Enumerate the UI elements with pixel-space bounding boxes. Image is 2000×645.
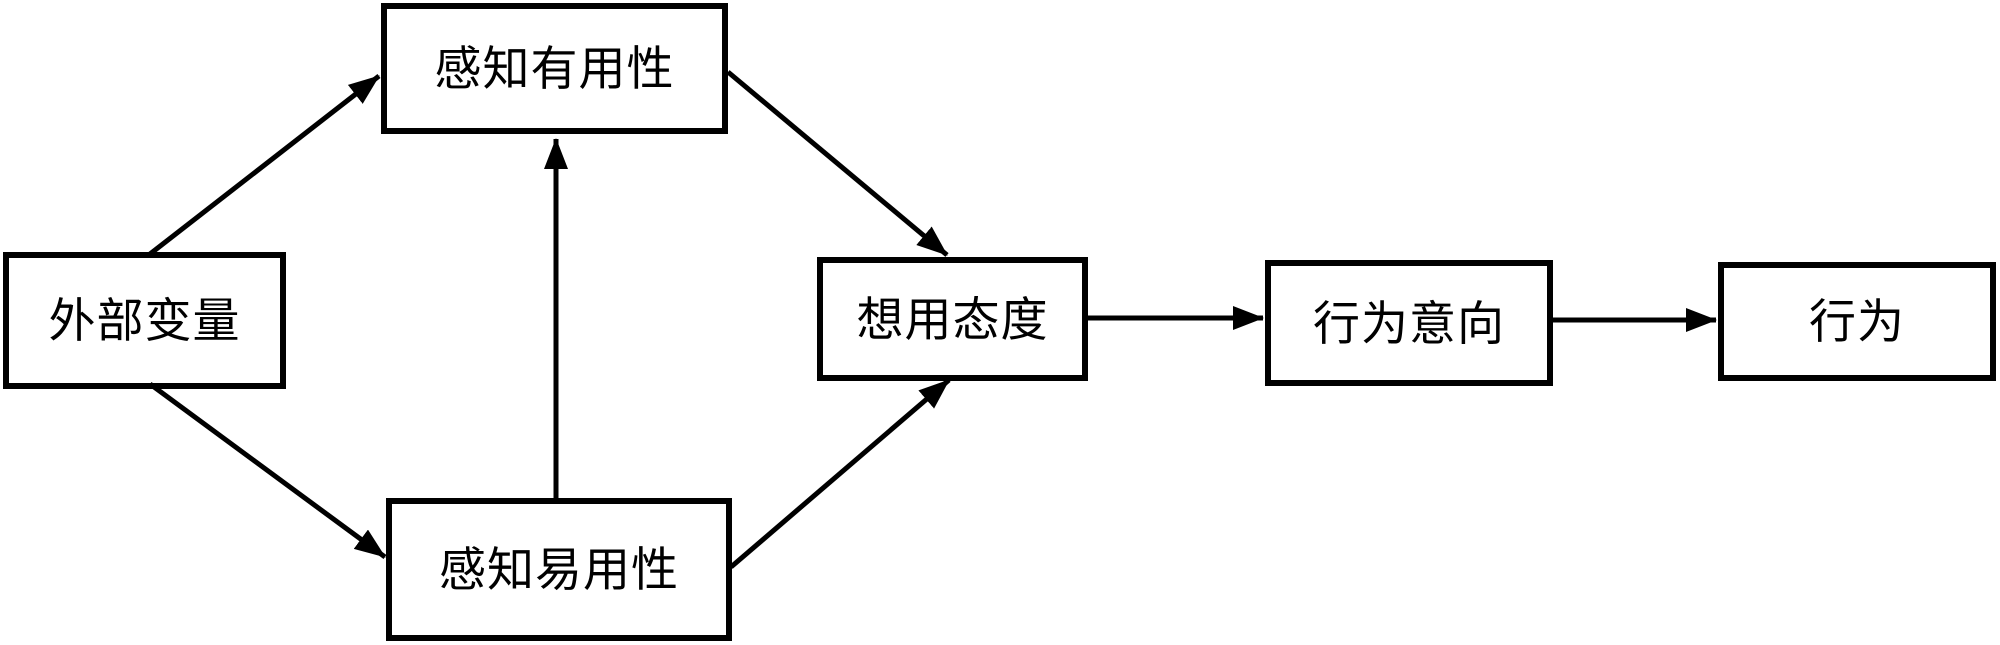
edge-usefulness-to-attitude	[726, 70, 949, 257]
node-behavior-label: 行为	[1809, 295, 1905, 348]
node-attitude-toward-using-label: 想用态度	[856, 292, 1049, 346]
edge-external-to-ease-of-use	[148, 381, 387, 560]
edge-external-to-usefulness	[148, 74, 381, 256]
node-external-variables-label: 外部变量	[48, 294, 241, 347]
node-perceived-usefulness-label: 感知有用性	[434, 42, 675, 95]
node-behavior: 行为	[1718, 262, 1996, 381]
node-perceived-ease-of-use-label: 感知易用性	[439, 543, 679, 596]
edge-ease-of-use-to-attitude	[729, 378, 951, 569]
node-behavioral-intention-label: 行为意向	[1313, 296, 1505, 350]
node-behavioral-intention: 行为意向	[1265, 260, 1553, 386]
node-perceived-ease-of-use: 感知易用性	[386, 498, 732, 641]
node-perceived-usefulness: 感知有用性	[381, 3, 728, 134]
node-attitude-toward-using: 想用态度	[817, 257, 1088, 381]
node-external-variables: 外部变量	[3, 252, 286, 389]
